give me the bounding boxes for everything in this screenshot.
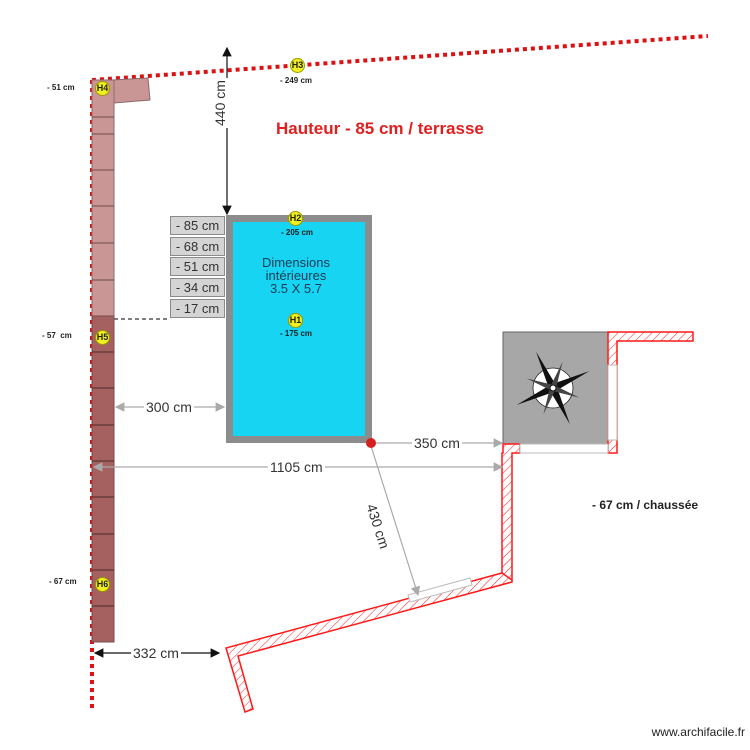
- road-level-label: - 67 cm / chaussée: [592, 498, 699, 512]
- pool: [226, 215, 372, 443]
- dimension-440: 440 cm: [212, 78, 228, 128]
- marker-h2-level: - 205 cm: [281, 228, 314, 237]
- marker-h3-level: - 249 cm: [280, 76, 313, 85]
- marker-h6-level: - 67 cm: [49, 577, 77, 586]
- footer-watermark[interactable]: www.archifacile.fr: [651, 725, 745, 739]
- marker-h5[interactable]: H5: [95, 330, 110, 345]
- marker-h1[interactable]: H1: [288, 313, 303, 328]
- marker-h4[interactable]: H4: [95, 81, 110, 96]
- step-17: - 17 cm: [170, 299, 225, 318]
- step-68: - 68 cm: [170, 237, 225, 256]
- marker-h3[interactable]: H3: [290, 58, 305, 73]
- house-walls: [225, 331, 694, 713]
- pool-label-line3: 3.5 X 5.7: [269, 281, 323, 296]
- marker-h4-level: - 51 cm: [47, 83, 75, 92]
- compass-rose-icon: [516, 351, 590, 425]
- dimension-332: 332 cm: [131, 645, 181, 661]
- step-51: - 51 cm: [170, 257, 225, 276]
- step-34: - 34 cm: [170, 278, 225, 297]
- marker-h5-level: - 57 cm: [42, 331, 72, 340]
- corner-point-icon: [366, 438, 376, 448]
- dimension-300: 300 cm: [144, 399, 194, 415]
- marker-h2[interactable]: H2: [288, 211, 303, 226]
- marker-h1-level: - 175 cm: [280, 329, 313, 338]
- pool-label-line2: intérieures: [265, 268, 327, 283]
- dimension-350: 350 cm: [412, 435, 462, 451]
- step-85: - 85 cm: [170, 216, 225, 235]
- marker-h6[interactable]: H6: [95, 577, 110, 592]
- pool-label-line1: Dimensions: [262, 255, 330, 270]
- boundary-wall: [91, 77, 151, 643]
- dimension-1105: 1105 cm: [268, 459, 325, 475]
- height-title: Hauteur - 85 cm / terrasse: [276, 119, 484, 138]
- pool-dimensions-label: Dimensions intérieures 3.5 X 5.7: [250, 256, 342, 295]
